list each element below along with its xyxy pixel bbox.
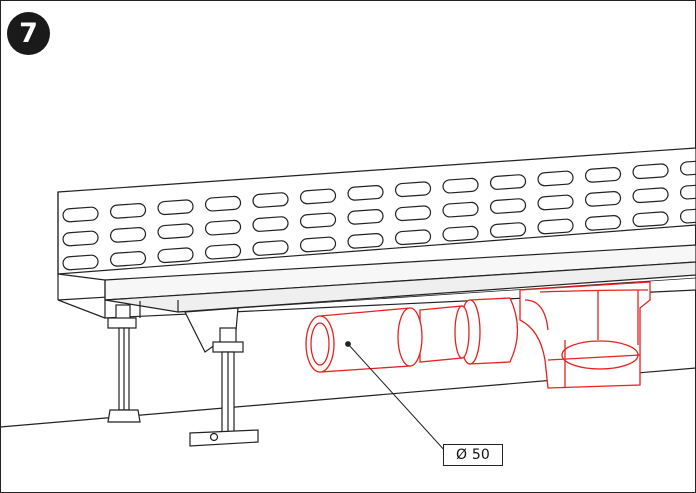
wall-slot — [489, 222, 527, 238]
wall-slot — [299, 212, 337, 229]
wall-slot — [394, 205, 432, 222]
wall-slot — [584, 214, 622, 231]
wall-slot — [204, 195, 242, 212]
wall-slot — [62, 206, 99, 223]
adjustable-leg-left — [107, 304, 141, 423]
wall-slot — [679, 183, 696, 200]
wall-slot — [62, 230, 99, 247]
wall-slot — [537, 218, 574, 235]
pipe-diameter-label: Ø 50 — [443, 444, 503, 466]
drain-trap — [519, 281, 651, 389]
adjustable-leg-right — [184, 307, 259, 447]
wall-slot — [584, 166, 622, 183]
wall-slot — [204, 243, 242, 260]
dimension-leader — [345, 341, 447, 453]
wall-slot — [62, 254, 99, 271]
wall-slot — [394, 229, 432, 246]
wall-slot — [632, 211, 669, 228]
wall-slot — [632, 163, 669, 180]
wall-slot — [252, 192, 289, 208]
wall-slot — [679, 159, 696, 176]
wall-slot — [204, 219, 242, 236]
wall-slot — [347, 208, 384, 225]
wall-slot — [109, 250, 147, 267]
wall-slot — [109, 202, 147, 219]
wall-slot — [489, 174, 527, 190]
wall-slot — [442, 225, 479, 242]
wall-slot — [537, 194, 574, 211]
wall-slot — [632, 187, 669, 204]
perforated-wall — [57, 147, 696, 300]
wall-slot — [157, 247, 194, 264]
wall-slots — [62, 159, 696, 271]
wall-slot — [347, 232, 384, 249]
wall-slot — [157, 223, 194, 240]
wall-slot — [584, 190, 622, 207]
wall-slot — [442, 177, 479, 194]
wall-slot — [489, 198, 527, 214]
wall-slot — [442, 201, 479, 218]
wall-slot — [679, 207, 696, 224]
pipe-connector — [305, 297, 519, 373]
step-number-badge: 7 — [7, 12, 50, 55]
drain-channel — [57, 244, 696, 319]
wall-slot — [394, 181, 432, 198]
wall-slot — [347, 184, 384, 201]
wall-slot — [157, 199, 194, 216]
wall-slot — [299, 236, 337, 253]
wall-slot — [252, 240, 289, 256]
wall-slot — [109, 226, 147, 243]
wall-slot — [299, 188, 337, 205]
wall-slot — [252, 216, 289, 232]
wall-slot — [537, 170, 574, 187]
